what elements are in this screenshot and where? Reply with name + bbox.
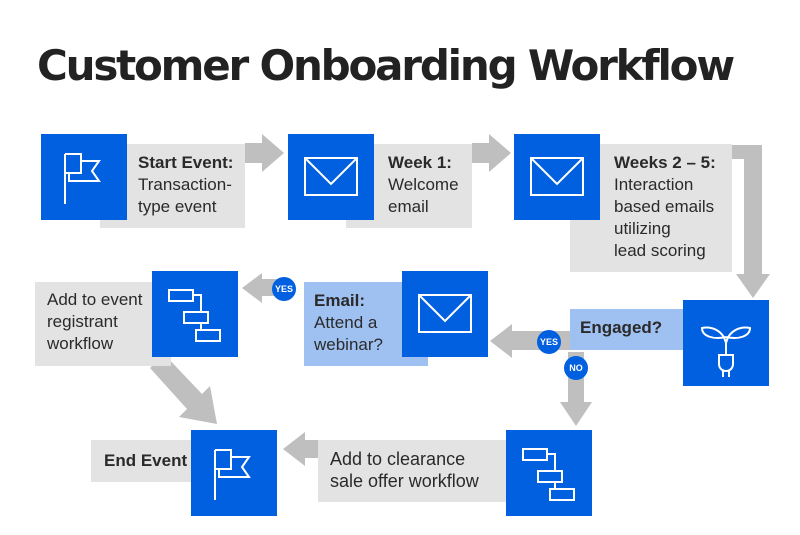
registrant-label: Add to event registrant workflow [35, 282, 171, 366]
clearance-label: Add to clearance sale offer workflow [318, 440, 518, 502]
workflow-icon [168, 289, 221, 342]
clearance-line: Add to clearance [330, 449, 466, 469]
registrant-line: workflow [47, 334, 114, 353]
weeks2-5-line: utilizing [614, 219, 671, 238]
weeks2-5-line: Interaction [614, 175, 694, 194]
engaged-node[interactable] [683, 300, 769, 386]
arrow-clearance-to-end [283, 432, 320, 466]
weeks2-5-line: based emails [614, 197, 715, 216]
engaged-heading: Engaged? [580, 318, 663, 337]
weeks2-5-heading: Weeks 2 – 5: [614, 153, 716, 172]
plant-plug-icon [700, 326, 752, 377]
registrant-node[interactable] [152, 271, 238, 357]
weeks2-5-line: lead scoring [614, 241, 706, 260]
engaged-label: Engaged? [570, 309, 688, 350]
envelope-icon [530, 157, 584, 196]
registrant-line: Add to event [47, 290, 143, 309]
clearance-line: sale offer workflow [330, 471, 479, 491]
page-title: Customer Onboarding Workflow [37, 41, 735, 90]
arrow-registrant-to-end [150, 354, 217, 424]
arrow-start-to-week1 [245, 134, 284, 172]
end-event-node[interactable] [191, 430, 277, 516]
arrow-week1-to-weeks2-5 [472, 134, 511, 172]
envelope-icon [418, 294, 472, 333]
weeks2-5-node[interactable] [514, 134, 600, 220]
week1-line: Welcome [388, 175, 459, 194]
start-event-heading: Start Event: [138, 153, 234, 172]
week1-heading: Week 1: [388, 153, 452, 172]
flag-icon [214, 449, 251, 500]
start-event-line: type event [138, 197, 217, 216]
envelope-icon [304, 157, 358, 196]
week1-line: email [388, 197, 429, 216]
start-event-node[interactable] [41, 134, 127, 220]
arrow-weeks2-5-to-engaged [732, 145, 770, 298]
registrant-line: registrant [47, 312, 118, 331]
clearance-node[interactable] [506, 430, 592, 516]
flag-icon [64, 153, 101, 204]
webinar-line: Attend a [314, 313, 378, 332]
webinar-yes-badge: YES [272, 277, 296, 301]
webinar-line: webinar? [314, 335, 383, 354]
week1-node[interactable] [288, 134, 374, 220]
engaged-no-badge: NO [564, 356, 588, 380]
engaged-yes-badge: YES [537, 330, 561, 354]
webinar-node[interactable] [402, 271, 488, 357]
workflow-icon [522, 448, 575, 501]
webinar-heading: Email: [314, 291, 366, 310]
end-event-heading: End Event [104, 451, 188, 470]
start-event-line: Transaction- [138, 175, 232, 194]
